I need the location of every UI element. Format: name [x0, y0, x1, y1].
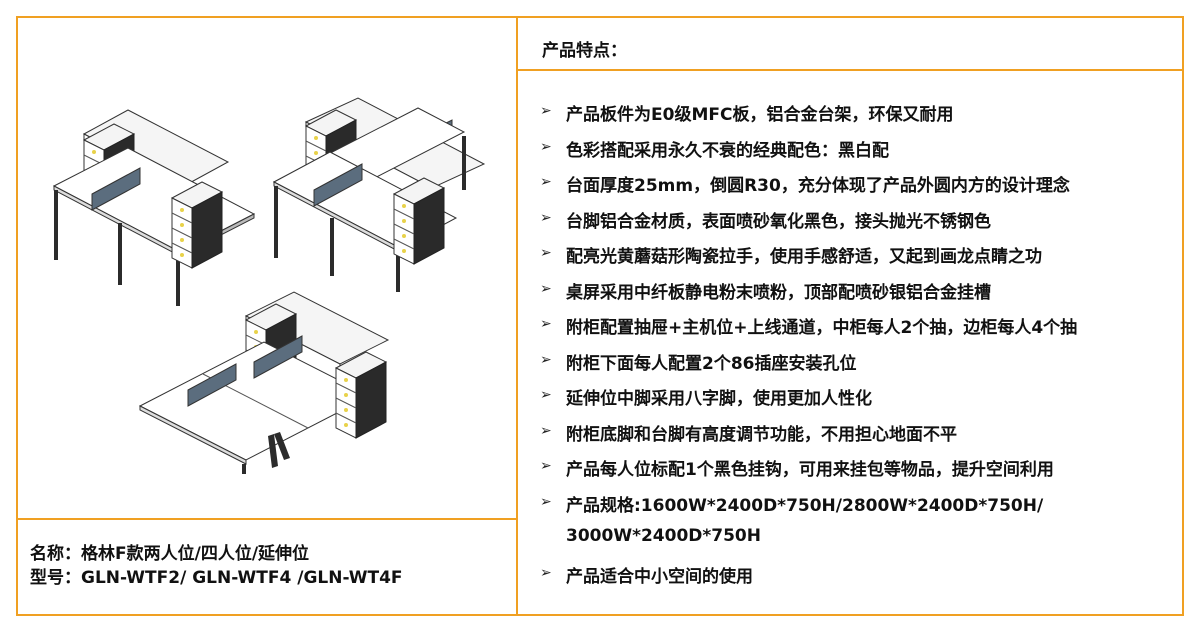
title-divider — [516, 69, 1184, 71]
arrow-bullet-icon: ➢ — [540, 316, 552, 332]
product-name-line: 名称：格林F款两人位/四人位/延伸位 — [30, 542, 403, 566]
feature-item: ➢ 附柜配置抽屉+主机位+上线通道，中柜每人2个抽，边柜每人4个抽 — [540, 313, 1180, 349]
workstation-illustrations — [52, 97, 486, 474]
arrow-bullet-icon: ➢ — [540, 493, 552, 510]
arrow-bullet-icon: ➢ — [540, 280, 552, 297]
feature-text: 配亮光黄蘑菇形陶瓷拉手，使用手感舒适，又起到画龙点睛之功 — [566, 247, 1042, 267]
feature-text: 产品适合中小空间的使用 — [566, 566, 753, 587]
feature-text: 附柜下面每人配置2个86插座安装孔位 — [566, 353, 857, 374]
feature-text: 产品每人位标配1个黑色挂钩，可用来挂包等物品，提升空间利用 — [566, 460, 1054, 480]
feature-item: ➢ 产品板件为E0级MFC板，铝合金台架，环保又耐用 — [540, 100, 1180, 136]
arrow-bullet-icon: ➢ — [540, 174, 552, 190]
feature-item: ➢ 台面厚度25mm，倒圆R30，充分体现了产品外圆内方的设计理念 — [540, 171, 1180, 207]
feature-text: 色彩搭配采用永久不衰的经典配色：黑白配 — [566, 140, 889, 161]
feature-item: ➢ 附柜下面每人配置2个86插座安装孔位 — [540, 349, 1180, 385]
feature-text: 3000W*2400D*750H — [566, 526, 761, 546]
feature-text: 延伸位中脚采用八字脚，使用更加人性化 — [566, 389, 872, 409]
caption-divider — [16, 518, 518, 520]
column-divider — [516, 16, 518, 616]
features-list: ➢ 产品板件为E0级MFC板，铝合金台架，环保又耐用 ➢ 色彩搭配采用永久不衰的经典… — [540, 100, 1180, 597]
feature-item: ➢ 产品规格:1600W*2400D*750H/2800W*2400D*750H/ — [540, 491, 1180, 527]
arrow-bullet-icon: ➢ — [540, 209, 552, 226]
arrow-bullet-icon: ➢ — [540, 422, 552, 439]
feature-text: 台面厚度25mm，倒圆R30，充分体现了产品外圆内方的设计理念 — [566, 176, 1070, 196]
features-title: 产品特点： — [542, 41, 627, 61]
feature-item: ➢ 色彩搭配采用永久不衰的经典配色：黑白配 — [540, 136, 1180, 172]
product-name-label: 名称： — [30, 544, 81, 564]
product-caption: 名称：格林F款两人位/四人位/延伸位 型号：GLN-WTF2/ GLN-WTF4… — [30, 542, 403, 590]
feature-item: ➢ 配亮光黄蘑菇形陶瓷拉手，使用手感舒适，又起到画龙点睛之功 — [540, 242, 1180, 278]
product-model-line: 型号：GLN-WTF2/ GLN-WTF4 /GLN-WT4F — [30, 566, 403, 590]
two-person-desk-illustration — [52, 109, 256, 306]
extension-desk-illustration — [138, 291, 390, 474]
product-name-value: 格林F款两人位/四人位/延伸位 — [81, 544, 310, 564]
feature-text: 附柜配置抽屉+主机位+上线通道，中柜每人2个抽，边柜每人4个抽 — [566, 318, 1078, 338]
feature-item: ➢ 产品每人位标配1个黑色挂钩，可用来挂包等物品，提升空间利用 — [540, 455, 1180, 491]
feature-continuation: 3000W*2400D*750H — [540, 526, 1180, 562]
product-model-label: 型号： — [30, 568, 81, 588]
feature-text: 产品规格:1600W*2400D*750H/2800W*2400D*750H/ — [566, 495, 1044, 516]
arrow-bullet-icon: ➢ — [540, 387, 552, 403]
feature-text: 附柜底脚和台脚有高度调节功能，不用担心地面不平 — [566, 424, 957, 445]
feature-text: 桌屏采用中纤板静电粉末喷粉，顶部配喷砂银铝合金挂槽 — [566, 282, 991, 303]
feature-item: ➢ 产品适合中小空间的使用 — [540, 562, 1180, 598]
feature-item: ➢ 延伸位中脚采用八字脚，使用更加人性化 — [540, 384, 1180, 420]
arrow-bullet-icon: ➢ — [540, 458, 552, 474]
outer-frame — [16, 16, 1184, 616]
four-person-desk-illustration — [272, 97, 486, 292]
feature-item: ➢ 桌屏采用中纤板静电粉末喷粉，顶部配喷砂银铝合金挂槽 — [540, 278, 1180, 314]
product-model-value: GLN-WTF2/ GLN-WTF4 /GLN-WT4F — [81, 568, 403, 588]
arrow-bullet-icon: ➢ — [540, 245, 552, 261]
feature-item: ➢ 台脚铝合金材质，表面喷砂氧化黑色，接头抛光不锈钢色 — [540, 207, 1180, 243]
product-image-area — [18, 18, 516, 518]
arrow-bullet-icon: ➢ — [540, 138, 552, 155]
feature-item: ➢ 附柜底脚和台脚有高度调节功能，不用担心地面不平 — [540, 420, 1180, 456]
feature-text: 台脚铝合金材质，表面喷砂氧化黑色，接头抛光不锈钢色 — [566, 211, 991, 232]
arrow-bullet-icon: ➢ — [540, 351, 552, 368]
arrow-bullet-icon: ➢ — [540, 103, 552, 119]
feature-text: 产品板件为E0级MFC板，铝合金台架，环保又耐用 — [566, 105, 954, 125]
arrow-bullet-icon: ➢ — [540, 564, 552, 581]
